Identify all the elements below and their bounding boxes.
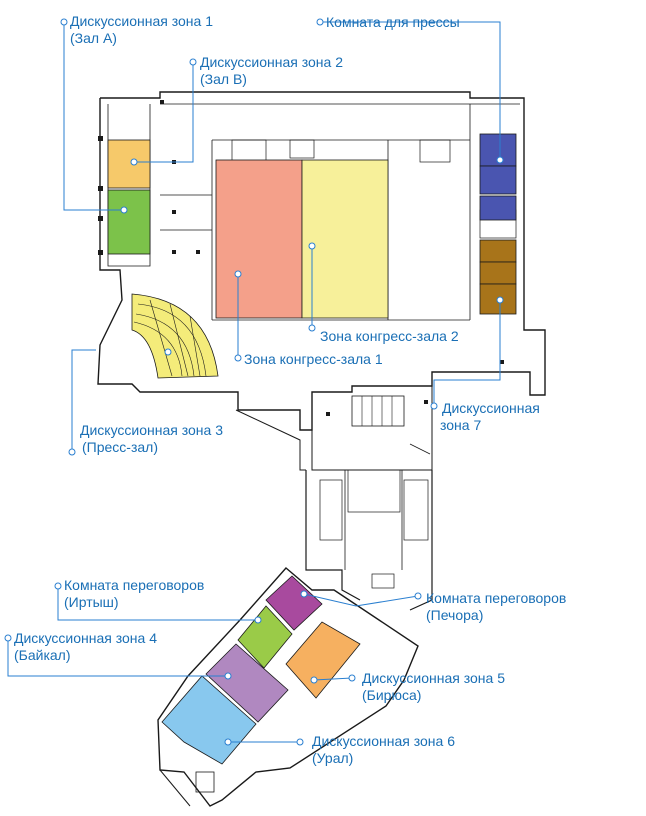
zone7-area-1: [479, 239, 517, 263]
label-zone5-line2: (Бирюса): [362, 687, 422, 703]
label-congress1: Зона конгресс-зала 1: [244, 351, 383, 368]
label-zone7: Дискуссионная зона 7: [440, 400, 540, 434]
label-irtysh-line1: Комната переговоров: [64, 577, 205, 593]
zone7-area-3: [479, 283, 517, 315]
label-zone2: Дискуссионная зона 2 (Зал B): [200, 54, 343, 88]
lower-wing-outline: [157, 567, 419, 807]
upper-outline: [97, 91, 546, 431]
label-congress2: Зона конгресс-зала 2: [320, 328, 459, 345]
zone1-area: [107, 139, 151, 189]
zone5-area: [285, 621, 361, 699]
leader-dots: [4, 18, 504, 746]
label-zone3-line1: Дискуссионная зона 3: [80, 422, 223, 438]
leader-lines: [7, 21, 501, 743]
congress2-area: [301, 159, 389, 319]
label-zone7-line1: Дискуссионная: [442, 400, 540, 416]
label-irtysh-line2: (Иртыш): [64, 594, 119, 610]
pillars: [98, 100, 504, 416]
irtysh-area: [265, 575, 323, 631]
label-zone2-line1: Дискуссионная зона 2: [200, 54, 343, 70]
label-zone6-line2: (Урал): [312, 750, 354, 766]
press-room-area-3: [479, 195, 517, 221]
zones: [107, 133, 517, 765]
label-press-room-line1: Комната для прессы: [326, 14, 460, 30]
label-pechora: Комната переговоров (Печора): [426, 590, 566, 624]
label-zone4-line1: Дискуссионная зона 4: [14, 630, 157, 646]
label-zone2-line2: (Зал B): [200, 71, 247, 87]
zone4-area: [205, 643, 289, 723]
zone7-area-2: [479, 261, 517, 285]
congress1-area: [215, 159, 303, 319]
label-zone6-line1: Дискуссионная зона 6: [312, 733, 455, 749]
label-congress1-line1: Зона конгресс-зала 1: [244, 351, 383, 367]
label-congress2-line1: Зона конгресс-зала 2: [320, 328, 459, 344]
label-zone5-line1: Дискуссионная зона 5: [362, 670, 505, 686]
label-pechora-line2: (Печора): [426, 607, 484, 623]
label-zone1-line2: (Зал А): [70, 30, 117, 46]
label-zone3: Дискуссионная зона 3 (Пресс-зал): [80, 422, 223, 456]
label-zone1: Дискуссионная зона 1 (Зал А): [70, 13, 213, 47]
label-irtysh: Комната переговоров (Иртыш): [64, 577, 204, 611]
label-zone4: Дискуссионная зона 4 (Байкал): [14, 630, 157, 664]
label-zone4-line2: (Байкал): [14, 647, 71, 663]
press-room-area-2: [479, 165, 517, 195]
zone3-area: [131, 293, 219, 379]
label-zone3-line2: (Пресс-зал): [82, 439, 158, 455]
label-zone1-line1: Дискуссионная зона 1: [70, 13, 213, 29]
label-zone6: Дискуссионная зона 6 (Урал): [312, 733, 455, 767]
label-zone5: Дискуссионная зона 5 (Бирюса): [362, 670, 505, 704]
label-pechora-line1: Комната переговоров: [426, 590, 567, 606]
label-zone7-line2: зона 7: [440, 417, 482, 433]
zone2-area: [107, 189, 151, 255]
label-press-room: Комната для прессы: [326, 14, 460, 31]
